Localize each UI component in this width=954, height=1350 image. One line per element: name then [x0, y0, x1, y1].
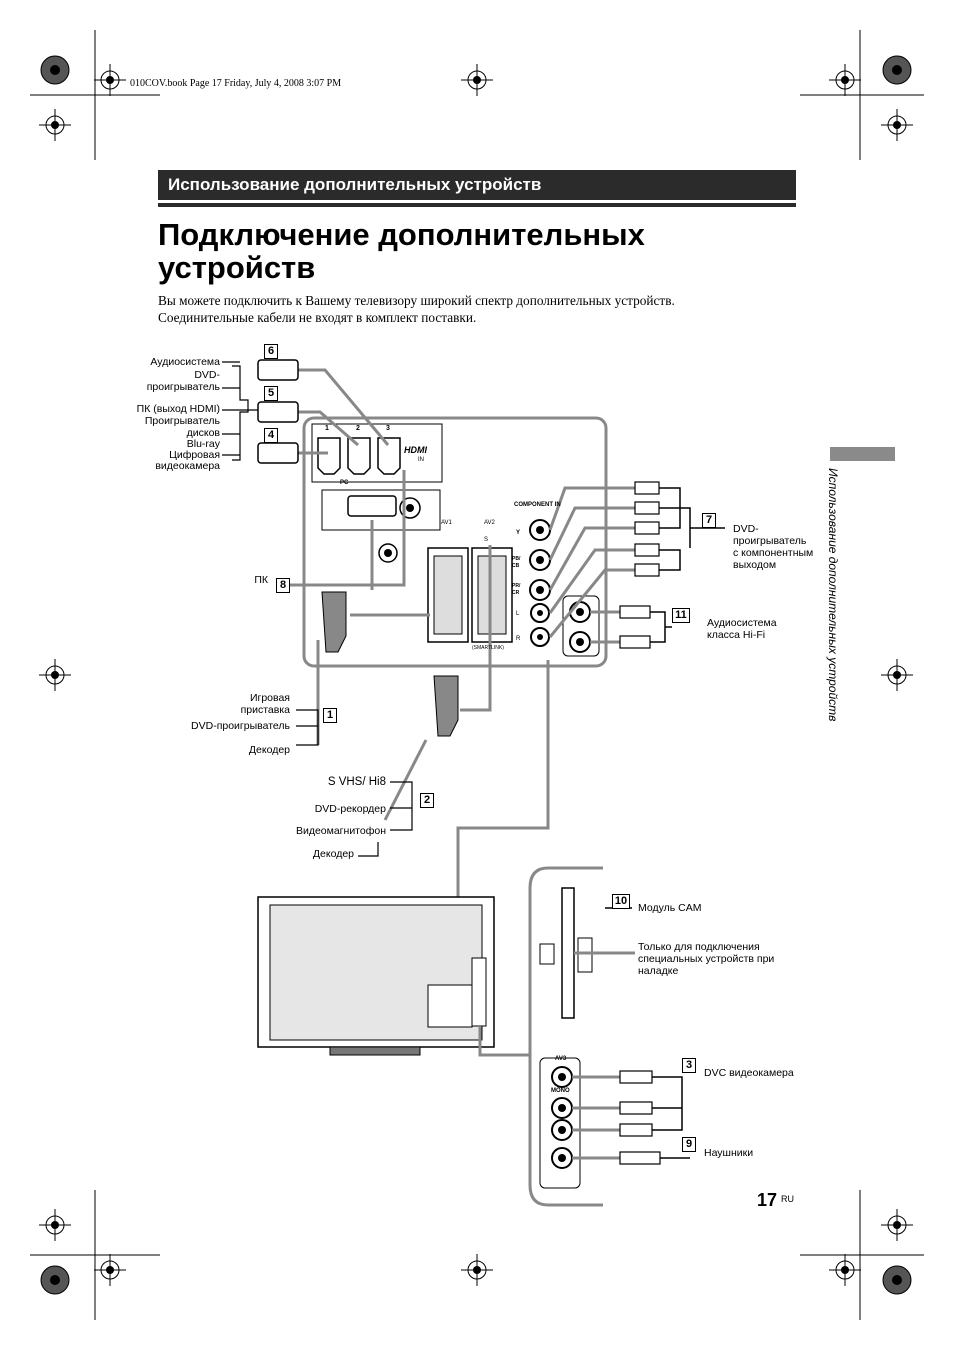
smartlink-label: (SMARTLINK) — [472, 645, 504, 651]
hdmi-port-2-label: 2 — [356, 425, 360, 432]
section-rule — [158, 203, 796, 207]
label-dvd-2: проигрыватель — [146, 381, 220, 393]
number-5: 5 — [264, 386, 278, 401]
section-header: Использование дополнительных устройств — [158, 170, 796, 200]
label-decoder-2: Декодер — [312, 848, 354, 860]
label-service-2: специальных устройств при — [638, 953, 775, 965]
label-decoder-1: Декодер — [248, 744, 290, 756]
intro-line-1: Вы можете подключить к Вашему телевизору… — [158, 293, 675, 308]
label-service-3: наладке — [638, 965, 679, 977]
label-camcorder-1: Цифровая — [169, 449, 220, 461]
intro-line-2: Соединительные кабели не входят в компле… — [158, 310, 477, 325]
label-component-2: проигрыватель — [733, 535, 807, 547]
title-line-2: устройств — [158, 250, 316, 285]
page-number: 17 — [757, 1190, 778, 1210]
label-bluray-3: Blu-ray — [186, 438, 220, 450]
label-pc: ПК — [254, 574, 268, 586]
page-lang: RU — [781, 1194, 794, 1204]
number-11: 11 — [672, 608, 690, 623]
label-dvd-1: DVD- — [194, 369, 220, 381]
pc-port-label: PC — [340, 480, 349, 486]
number-7: 7 — [702, 513, 716, 528]
file-info: 010COV.book Page 17 Friday, July 4, 2008… — [130, 78, 342, 89]
av2-label: AV2 — [484, 520, 495, 526]
mono-label: MONO — [551, 1088, 570, 1094]
number-6: 6 — [264, 344, 278, 359]
label-cam-module: Модуль CAM — [638, 902, 702, 914]
number-1: 1 — [323, 708, 337, 723]
label-game-1: Игровая — [249, 692, 290, 704]
cb-label: CB — [512, 563, 520, 569]
number-9: 9 — [682, 1137, 696, 1152]
side-tab-label: Использование дополнительных устройств — [826, 468, 840, 722]
label-hifi-1: Аудиосистема — [707, 617, 777, 629]
hdmi-in-label: IN — [418, 457, 424, 463]
label-vcr: Видеомагнитофон — [295, 825, 386, 837]
page-title: Подключение дополнительных устройств — [158, 218, 645, 284]
label-dvd-scart: DVD-проигрыватель — [191, 720, 290, 732]
label-dvd-recorder: DVD-рекордер — [314, 803, 386, 815]
label-component-1: DVD- — [733, 523, 759, 535]
label-bluray-2: дисков — [186, 427, 220, 439]
hdmi-logo: HDMI — [404, 445, 427, 455]
label-component-4: выходом — [733, 559, 777, 571]
label-audio-system: Аудиосистема — [150, 356, 220, 368]
pb-label: PB/ — [512, 556, 521, 562]
number-10: 10 — [612, 894, 630, 909]
pr-label: PR/ — [512, 583, 521, 589]
s-video-label: S — [484, 537, 489, 543]
cr-label: CR — [512, 590, 520, 596]
number-3: 3 — [682, 1058, 696, 1073]
hdmi-port-3-label: 3 — [386, 425, 390, 432]
label-hifi-2: класса Hi-Fi — [707, 629, 766, 641]
title-line-1: Подключение дополнительных — [158, 217, 645, 252]
r-label: R — [516, 636, 521, 642]
hdmi-port-1-label: 1 — [325, 425, 329, 432]
component-in-label: COMPONENT IN — [514, 502, 561, 508]
label-bluray-1: Проигрыватель — [144, 415, 220, 427]
label-headphones: Наушники — [704, 1147, 754, 1159]
label-service-1: Только для подключения — [638, 941, 760, 953]
number-2: 2 — [420, 793, 434, 808]
label-camcorder-2: видеокамера — [155, 460, 220, 472]
label-game-2: приставка — [240, 704, 290, 716]
number-8: 8 — [276, 578, 290, 593]
side-tab-marker — [830, 447, 895, 461]
label-component-3: с компонентным — [733, 547, 814, 559]
intro-text: Вы можете подключить к Вашему телевизору… — [158, 292, 798, 326]
label-dvc: DVC видеокамера — [704, 1067, 794, 1079]
l-label: L — [516, 611, 520, 617]
number-4: 4 — [264, 428, 278, 443]
av1-label: AV1 — [441, 520, 452, 526]
label-pc-hdmi: ПК (выход HDMI) — [136, 403, 220, 415]
label-svhs: S VHS/ Hi8 — [327, 776, 386, 788]
y-label: Y — [516, 530, 521, 536]
av3-label: AV3 — [555, 1056, 567, 1062]
